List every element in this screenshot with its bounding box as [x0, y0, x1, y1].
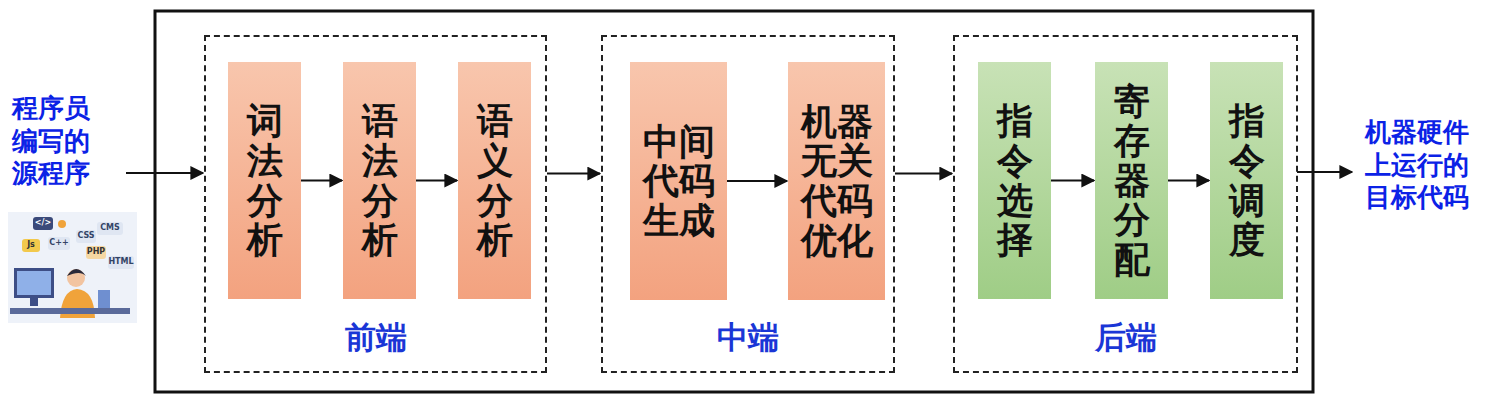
stage-group: 中端 中间代码生成 机器无关代码优化 — [601, 35, 895, 373]
icon-text: Js — [22, 240, 40, 251]
phase-text: 语义分析 — [477, 101, 513, 259]
icon-tag — [86, 246, 106, 259]
phase-box: 词法分析 — [228, 62, 301, 299]
output-arrow — [1297, 171, 1352, 173]
flow-arrow — [727, 180, 787, 182]
icon-tag — [22, 239, 40, 252]
lamp — [98, 290, 110, 308]
phase-text: 指令选择 — [997, 101, 1033, 259]
flow-arrow — [301, 180, 342, 182]
phase-box: 指令调度 — [1210, 62, 1283, 299]
person-head — [67, 269, 85, 287]
input-arrow — [126, 172, 203, 174]
output-label: 机器硬件上运行的目标代码 — [1365, 116, 1469, 214]
input-label: 程序员编写的源程序 — [12, 92, 90, 190]
phase-box: 中间代码生成 — [630, 62, 727, 300]
icon-text: PHP — [86, 247, 106, 258]
flow-arrow — [895, 173, 952, 175]
phase-box: 寄存器分配 — [1095, 62, 1168, 299]
phase-text: 语法分析 — [362, 101, 398, 259]
person-hair — [67, 269, 86, 276]
compiler-frame — [155, 11, 1313, 392]
phase-text: 中间代码生成 — [643, 122, 715, 241]
stage-group: 后端 指令选择 寄存器分配 指令调度 — [953, 35, 1298, 373]
group-title: 中端 — [603, 317, 893, 359]
phase-text: 机器无关代码优化 — [801, 102, 873, 260]
icon-text: C++ — [48, 238, 70, 249]
icon-text: CMS — [97, 223, 123, 234]
flow-arrow — [1168, 180, 1209, 182]
monitor — [14, 268, 54, 298]
phase-box: 指令选择 — [978, 62, 1051, 299]
phase-box: 语法分析 — [343, 62, 416, 299]
illustration-ground — [8, 212, 137, 323]
group-title: 前端 — [206, 317, 545, 359]
icon-text: CSS — [76, 231, 96, 242]
icon-tag — [76, 230, 96, 243]
icon-tag — [97, 222, 123, 235]
phase-box: 语义分析 — [458, 62, 531, 299]
icon-text: </> — [33, 218, 53, 229]
flow-arrow — [1051, 180, 1094, 182]
flow-arrow — [547, 173, 600, 175]
flow-arrow — [416, 180, 457, 182]
monitor-screen — [17, 271, 51, 295]
group-title: 后端 — [955, 317, 1296, 359]
icon-dot — [58, 220, 66, 228]
monitor-stand — [30, 298, 38, 306]
icon-tag — [33, 217, 53, 230]
stage-group: 前端 词法分析 语法分析 语义分析 — [204, 35, 547, 373]
icon-text: HTML — [108, 257, 134, 268]
icon-tag — [108, 256, 134, 269]
desk — [10, 308, 130, 314]
phase-text: 指令调度 — [1229, 101, 1265, 259]
programmer-illustration — [8, 212, 137, 323]
icon-tag — [48, 237, 70, 250]
phase-text: 词法分析 — [247, 101, 283, 259]
phase-text: 寄存器分配 — [1114, 82, 1150, 280]
phase-box: 机器无关代码优化 — [788, 62, 885, 300]
